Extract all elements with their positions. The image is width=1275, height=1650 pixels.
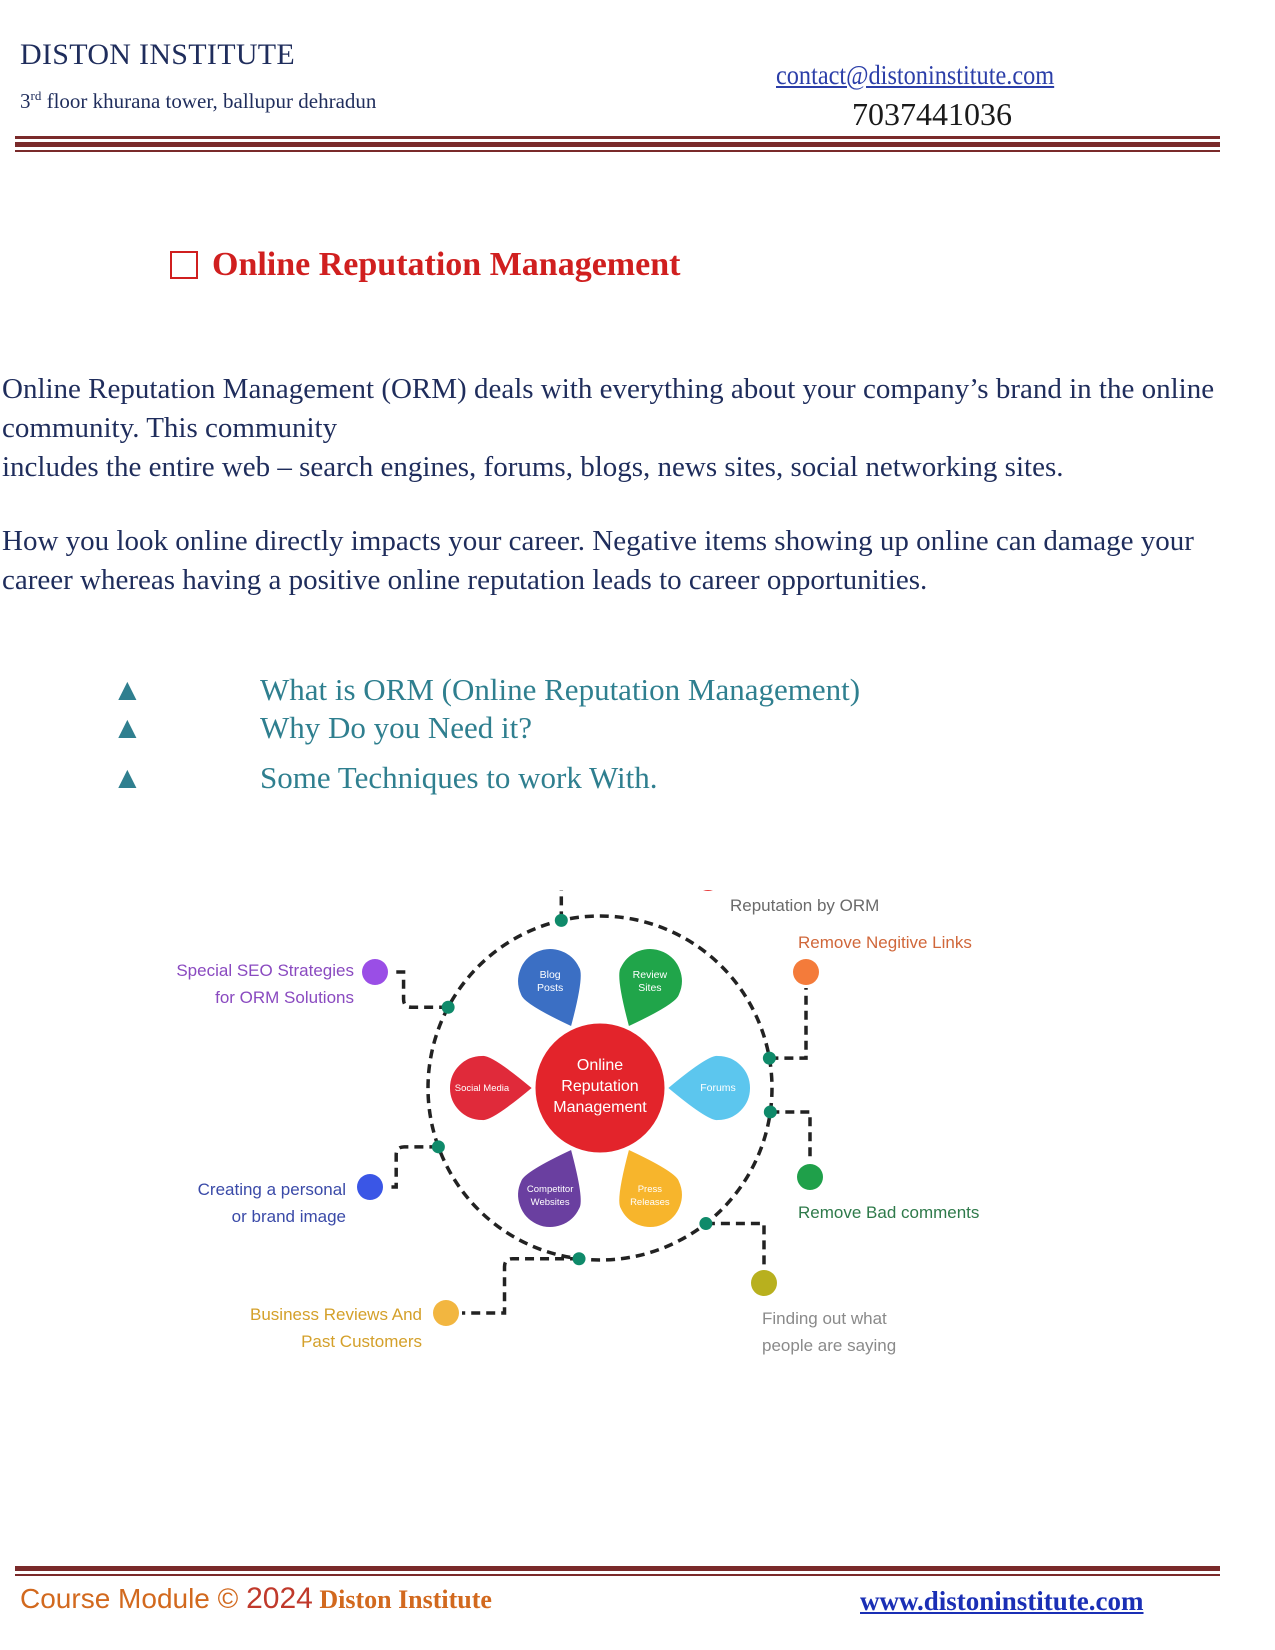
footer-year: 2024: [246, 1582, 313, 1615]
paragraph-orm-intro: Online Reputation Management (ORM) deals…: [2, 373, 1215, 444]
dashed-orbit-ring: [426, 914, 774, 1262]
outer-node-label: Increase The CompanyReputation by ORM: [730, 890, 907, 915]
connector-path: [462, 1256, 580, 1315]
center-circle: [532, 1020, 668, 1156]
header-rule-thin-top: [15, 136, 1220, 139]
footer-module-text: Course Module ©: [20, 1583, 247, 1614]
diagram-petal: [617, 1147, 684, 1229]
triangle-bullet-icon: ▲: [112, 672, 143, 707]
diagram-petal: [516, 1147, 583, 1229]
contact-email-link[interactable]: contact@distoninstitute.com: [776, 60, 1055, 90]
contact-phone: 7037441036: [852, 96, 1012, 132]
footer-rule-thin: [15, 1574, 1220, 1576]
ring-junction-dot: [554, 913, 568, 927]
ring-junction-dot: [762, 1051, 776, 1065]
list-item-text: Why Do you Need it?: [260, 710, 533, 745]
header-rule-thin-bottom: [15, 150, 1220, 152]
header-rule-thick: [15, 142, 1220, 147]
outer-node-dot: [362, 959, 388, 985]
section-title-text: Online Reputation Management: [212, 246, 681, 283]
outer-node-dot: [797, 1164, 823, 1190]
outer-node-dot: [751, 1270, 777, 1296]
connector-path: [770, 1110, 812, 1161]
connector-path: [705, 1221, 766, 1267]
diagram-petal: [617, 947, 684, 1029]
address-ordinal: 3: [20, 89, 31, 113]
institute-address: 3rd floor khurana tower, ballupur dehrad…: [20, 88, 376, 114]
connector-path: [769, 988, 808, 1060]
outer-node-label: Remove Bad comments: [798, 1203, 979, 1222]
diagram-outer-layer: Increase The CompanyReputation by ORM Rem…: [176, 890, 979, 1355]
list-item-text: Some Techniques to work With.: [260, 760, 658, 795]
list-item-text: What is ORM (Online Reputation Managemen…: [260, 672, 861, 707]
connector-path: [386, 1145, 439, 1189]
triangle-bullet-icon: ▲: [112, 710, 143, 745]
footer-course-module: Course Module © 2024 Diston Institute: [20, 1582, 492, 1616]
footer-website-link[interactable]: www.distoninstitute.com: [860, 1586, 1144, 1616]
outer-node-dot: [703, 890, 713, 891]
petal-shape: [665, 1053, 752, 1123]
address-ordinal-suffix: rd: [30, 88, 42, 103]
ring-junction-dot: [699, 1217, 713, 1231]
triangle-bullet-icon: ▲: [112, 760, 143, 795]
ring-junction-dot: [431, 1140, 445, 1154]
diagram-petal: [516, 947, 583, 1029]
ring-junction-dot: [763, 1105, 777, 1119]
paragraph-career-impact: How you look online directly impacts you…: [2, 525, 1194, 596]
petal-label: Forums: [700, 1082, 736, 1094]
outer-node-dot: [433, 1300, 459, 1326]
diagram-connector-layer: [386, 890, 812, 1315]
petal-shape: [617, 1147, 684, 1229]
paragraph-orm-scope: includes the entire web – search engines…: [2, 451, 1064, 483]
connector-path: [559, 890, 564, 921]
petal-label: Social Media: [455, 1083, 510, 1094]
checkbox-icon: [170, 251, 198, 279]
outer-node-dot: [357, 1174, 383, 1200]
address-rest: floor khurana tower, ballupur dehradun: [41, 89, 377, 113]
connector-path: [391, 970, 449, 1010]
ring-junction-dot: [572, 1252, 586, 1266]
footer-brand: Diston Institute: [312, 1585, 492, 1614]
diagram-petal: [665, 1053, 752, 1123]
diagram-ring-layer: [426, 914, 774, 1262]
outer-node-label: Remove Negitive Links: [798, 933, 972, 952]
outer-node-dot: [793, 959, 819, 985]
institute-name: DISTON INSTITUTE: [20, 38, 296, 71]
diagram-petal: [448, 1053, 535, 1123]
petal-shape: [516, 1147, 583, 1229]
footer-rule-thick: [15, 1566, 1220, 1571]
petal-shape: [617, 947, 684, 1029]
ring-junction-dot: [441, 1000, 455, 1014]
petal-shape: [516, 947, 583, 1029]
section-title: Online Reputation Management: [170, 246, 680, 284]
petal-shape: [448, 1053, 535, 1123]
